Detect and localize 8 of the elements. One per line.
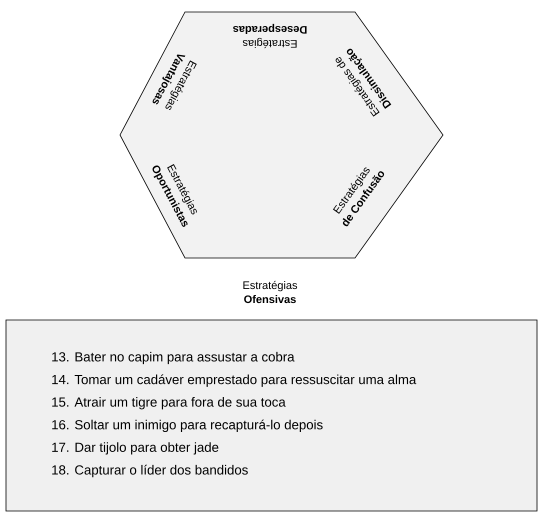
list-item: 13. Bater no capim para assustar a cobra xyxy=(52,352,295,364)
list-item: 15. Atrair um tigre para fora de sua toca xyxy=(52,397,286,410)
side-label: Estratégias Ofensivas xyxy=(243,280,298,304)
side-label: Estratégias Desesperadas xyxy=(233,24,307,48)
list-item: 16. Soltar um inimigo para recapturá-lo depois xyxy=(52,420,323,432)
list-item: 14. Tomar um cadáver emprestado para ressuscitar uma alma xyxy=(52,374,416,387)
list-item: 17. Dar tijolo para obter jade xyxy=(52,442,218,455)
list-item: 18. Capturar o líder dos bandidos xyxy=(52,464,248,478)
